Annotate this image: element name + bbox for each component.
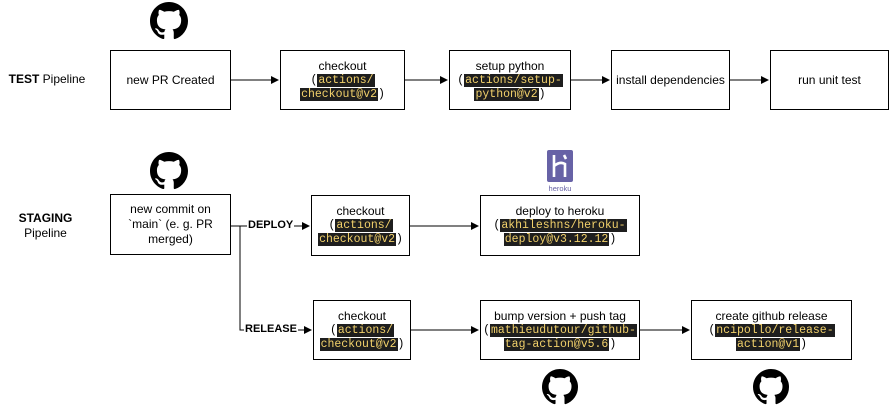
github-icon bbox=[150, 152, 188, 190]
step-setup-python: setup python (actions/setup- python@v2) bbox=[449, 50, 571, 110]
github-icon bbox=[542, 369, 578, 405]
github-icon bbox=[753, 369, 789, 405]
step-test-checkout: checkout (actions/ checkout@v2) bbox=[280, 50, 405, 110]
heroku-logo-mark bbox=[547, 150, 573, 182]
step-deploy-heroku: deploy to heroku (akhileshns/heroku- dep… bbox=[480, 195, 640, 256]
release-edge-label: RELEASE bbox=[244, 323, 298, 336]
staging-pipeline-label: STAGING Pipeline bbox=[18, 211, 73, 240]
step-create-github-release: create github release (ncipollo/release-… bbox=[691, 300, 852, 360]
step-deploy-checkout: checkout (actions/ checkout@v2) bbox=[311, 195, 410, 256]
step-bump-version: bump version + push tag (mathieudutour/g… bbox=[480, 300, 640, 360]
step-run-unit-test: run unit test bbox=[770, 50, 889, 110]
heroku-icon: heroku bbox=[544, 150, 576, 193]
step-new-commit: new commit on `main` (e. g. PR merged) bbox=[110, 194, 231, 255]
edge-commit-release bbox=[239, 226, 312, 334]
step-new-pr: new PR Created bbox=[110, 50, 231, 110]
test-pipeline-label: TEST Pipeline bbox=[8, 72, 86, 86]
deploy-edge-label: DEPLOY bbox=[247, 219, 295, 232]
step-release-checkout: checkout (actions/ checkout@v2) bbox=[313, 300, 411, 360]
heroku-wordmark: heroku bbox=[548, 184, 572, 193]
github-icon bbox=[150, 2, 188, 40]
step-install-dependencies: install dependencies bbox=[611, 50, 730, 110]
